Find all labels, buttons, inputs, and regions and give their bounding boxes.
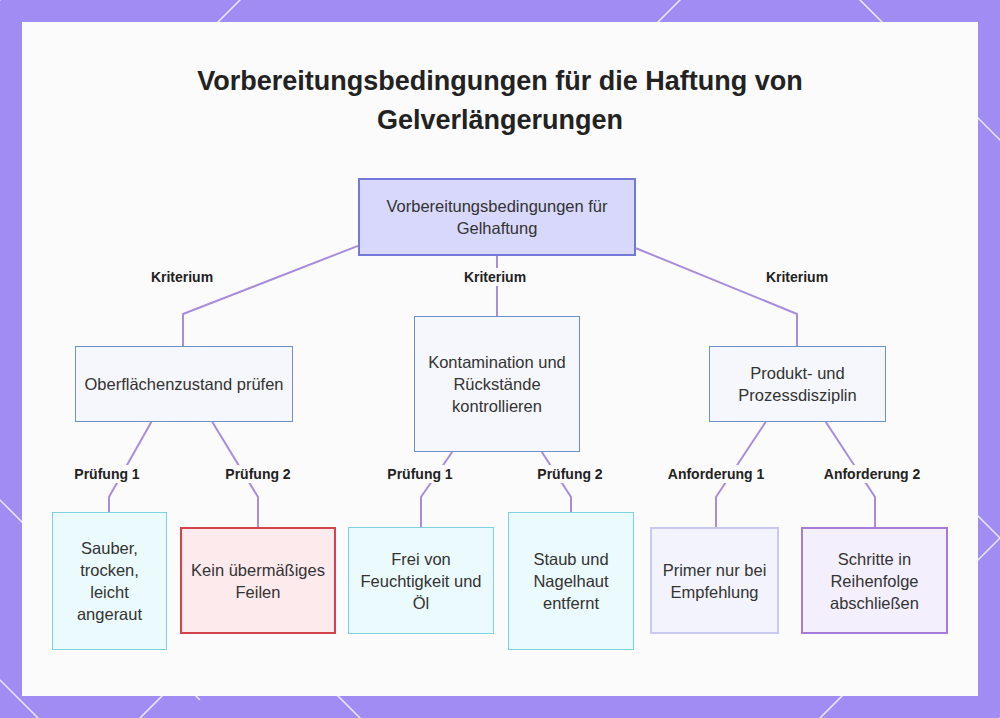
node-text: Vorbereitungsbedingungen für Gelhaftung — [368, 195, 626, 239]
node-text: Oberflächenzustand prüfen — [84, 373, 283, 395]
edge-label: Prüfung 1 — [71, 465, 142, 483]
warning-box: Kein übermäßiges Feilen — [180, 527, 336, 634]
criterion-box: Kontamination und Rückstände kontrollier… — [414, 316, 580, 452]
connector-line — [636, 248, 797, 346]
node-text: Frei von Feuchtigkeit und Öl — [357, 548, 485, 614]
connector-line — [183, 246, 358, 346]
edge-label: Prüfung 2 — [534, 465, 605, 483]
criterion-box: Oberflächenzustand prüfen — [75, 346, 293, 422]
root-box: Vorbereitungsbedingungen für Gelhaftung — [358, 178, 636, 256]
connector-line — [496, 256, 498, 316]
check-box: Staub und Nagelhaut entfernt — [508, 512, 634, 650]
criterion-box: Produkt- und Prozessdisziplin — [709, 346, 886, 422]
check-box: Sauber, trocken, leicht angeraut — [52, 512, 167, 650]
node-text: Kontamination und Rückstände kontrollier… — [423, 351, 571, 417]
edge-label: Anforderung 2 — [821, 465, 923, 483]
edge-label: Kriterium — [763, 268, 831, 286]
node-text: Schritte in Reihenfolge abschließen — [811, 548, 938, 614]
requirement-box: Primer nur bei Empfehlung — [650, 527, 779, 634]
node-text: Produkt- und Prozessdisziplin — [718, 362, 877, 406]
edge-label: Kriterium — [148, 268, 216, 286]
node-text: Primer nur bei Empfehlung — [660, 559, 769, 603]
diagram-title: Vorbereitungsbedingungen für die Haftung… — [150, 62, 850, 140]
node-text: Staub und Nagelhaut entfernt — [517, 548, 625, 614]
node-text: Kein übermäßiges Feilen — [190, 559, 326, 603]
edge-label: Prüfung 1 — [384, 465, 455, 483]
edge-label: Anforderung 1 — [665, 465, 767, 483]
connector-line — [421, 452, 452, 527]
edge-label: Kriterium — [461, 268, 529, 286]
edge-label: Prüfung 2 — [222, 465, 293, 483]
requirement-box: Schritte in Reihenfolge abschließen — [801, 527, 948, 634]
node-text: Sauber, trocken, leicht angeraut — [61, 537, 158, 625]
check-box: Frei von Feuchtigkeit und Öl — [348, 527, 494, 634]
